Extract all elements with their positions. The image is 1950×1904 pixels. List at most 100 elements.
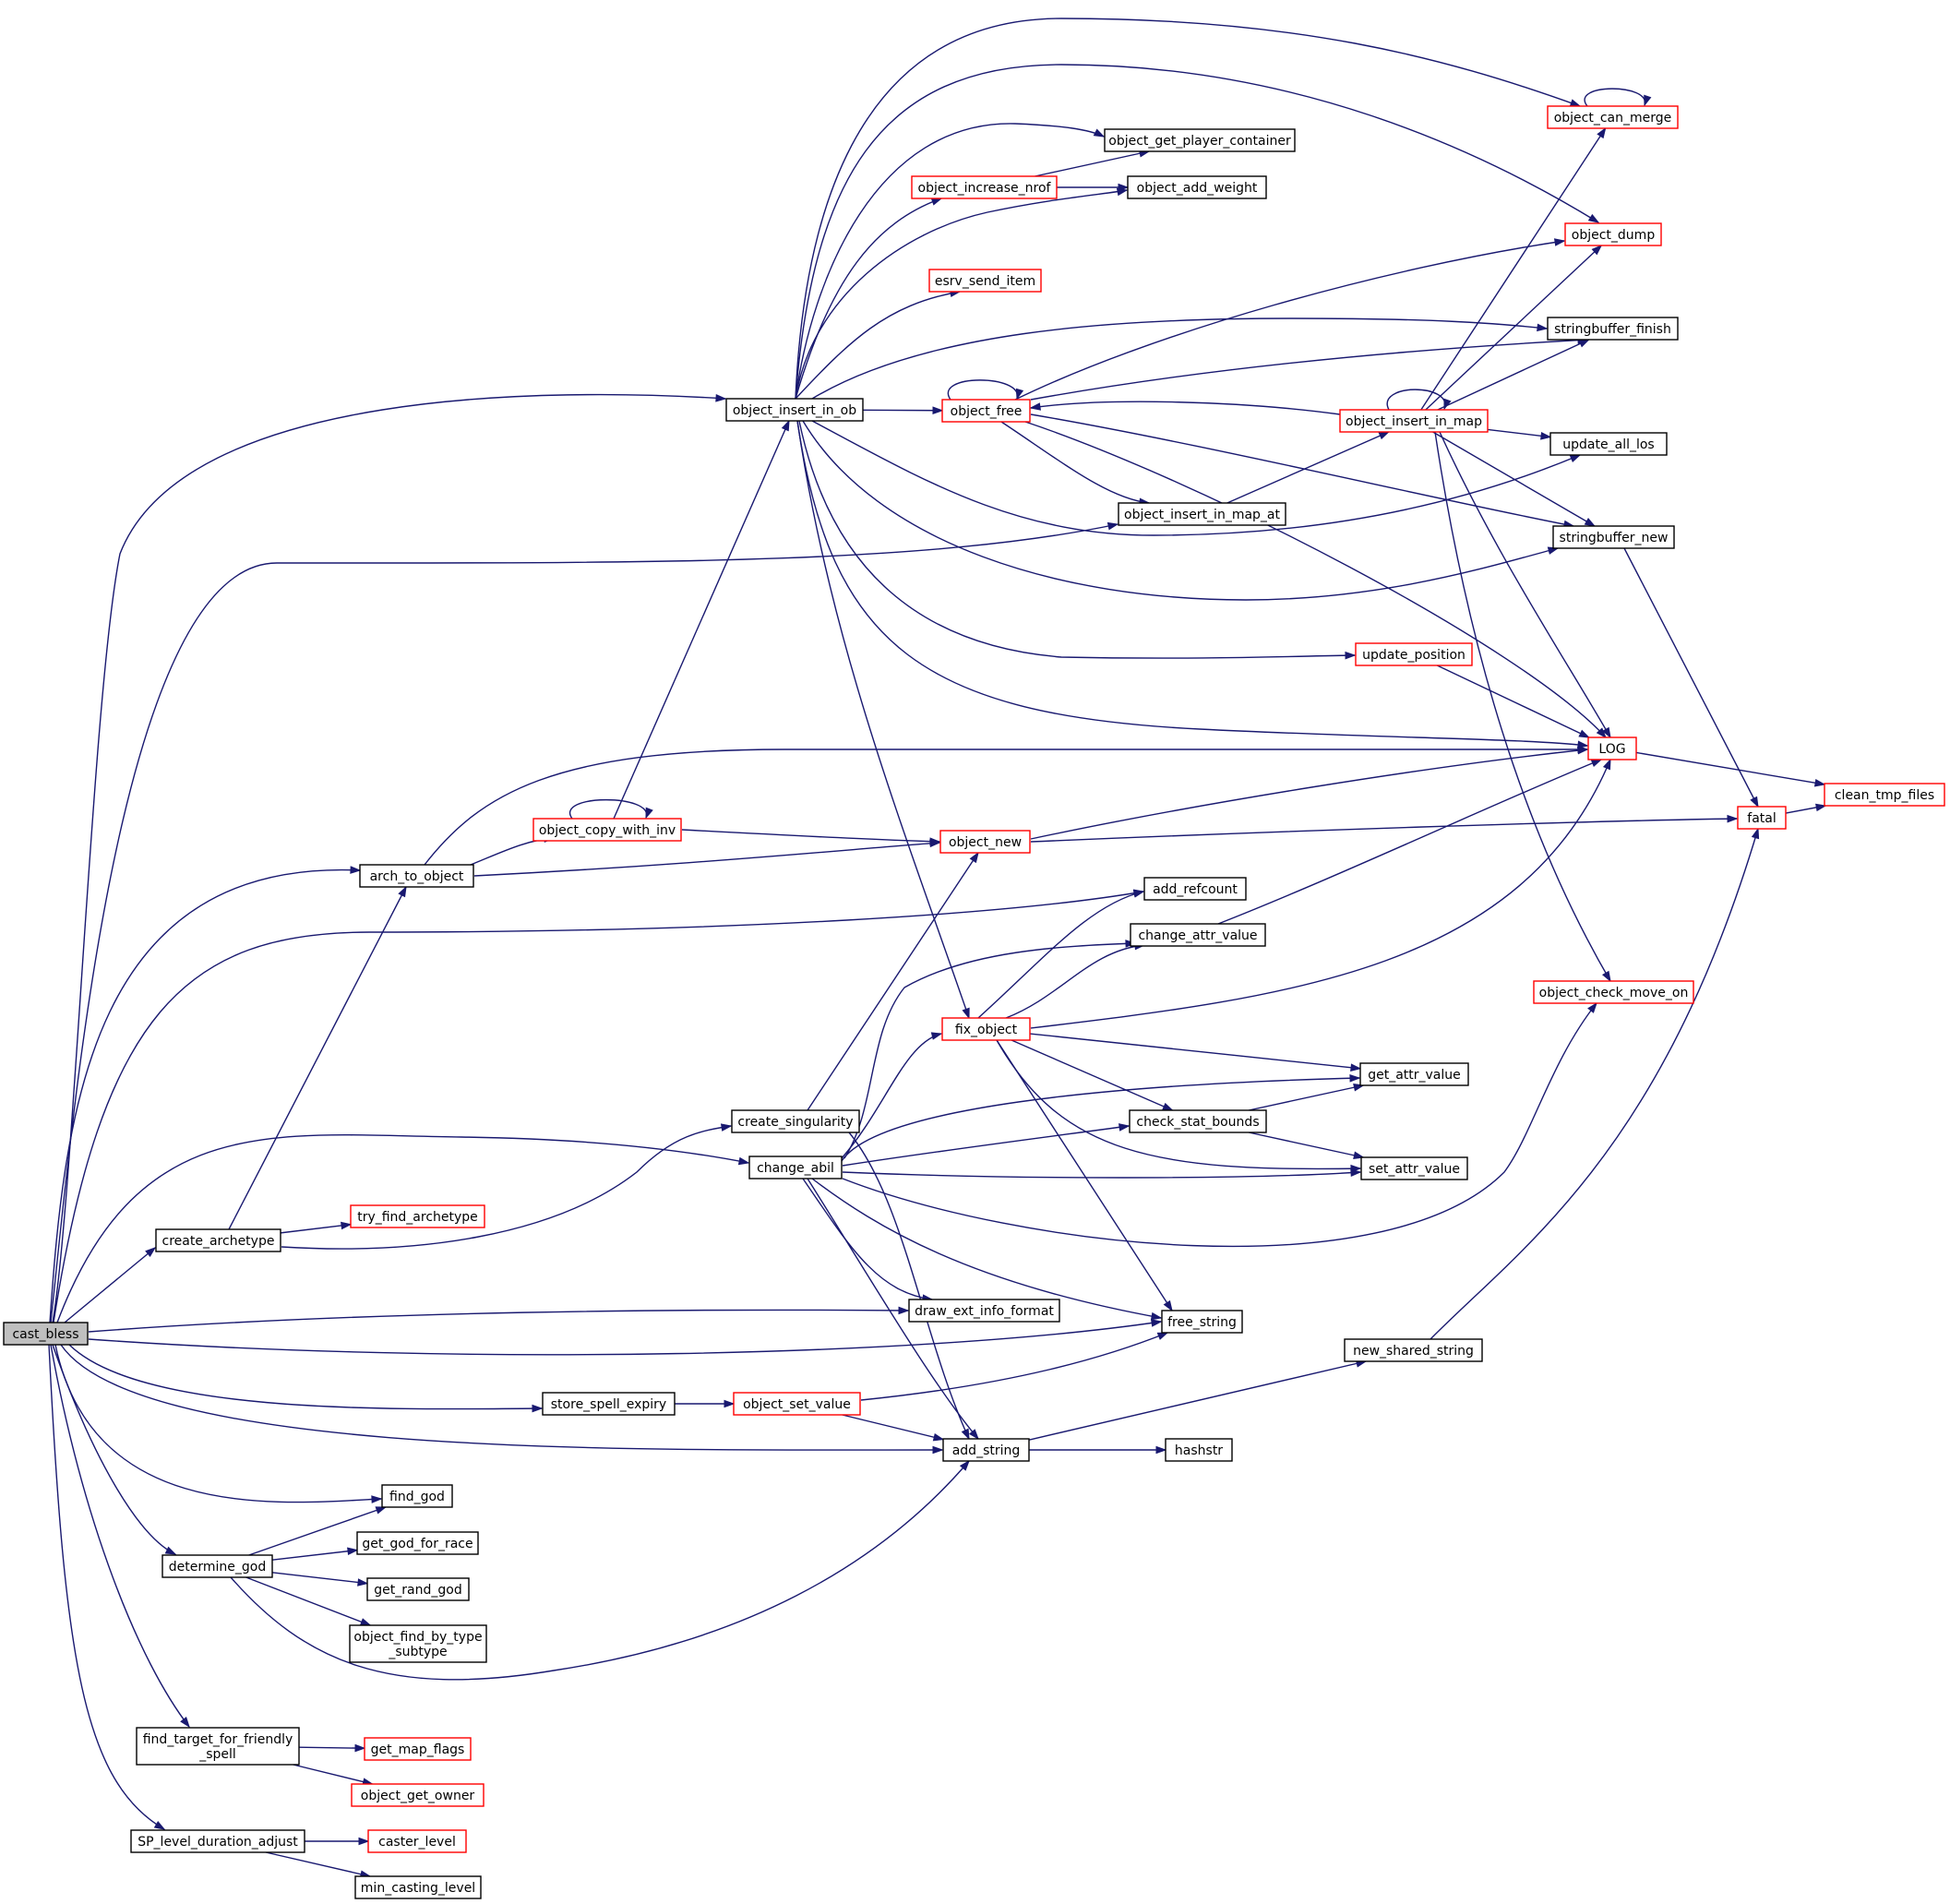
call-edge: [568, 798, 653, 820]
node-box: [1359, 1062, 1469, 1086]
node-object-insert-in-map-at[interactable]: object_insert_in_map_at: [1118, 502, 1286, 526]
node-label: add_string: [952, 1443, 1021, 1458]
node-fix-object[interactable]: fix_object: [941, 1017, 1031, 1041]
node-change-abil[interactable]: change_abil: [748, 1156, 843, 1180]
edge-line: [568, 798, 648, 820]
node-determine-god[interactable]: determine_god: [162, 1554, 273, 1578]
node-get-god-for-race[interactable]: get_god_for_race: [356, 1531, 479, 1555]
edge-line: [1030, 748, 1588, 840]
node-object-find-by-type-subtype[interactable]: object_find_by_type_subtype: [349, 1624, 487, 1663]
edge-line: [52, 393, 726, 1323]
node-object-insert-in-ob[interactable]: object_insert_in_ob: [725, 398, 864, 422]
node-label: object_dump: [1572, 228, 1656, 243]
node-get-map-flags[interactable]: get_map_flags: [364, 1737, 472, 1761]
node-hashstr[interactable]: hashstr: [1165, 1438, 1233, 1462]
node-box: [359, 864, 474, 888]
node-box: [1824, 783, 1945, 807]
node-sp-level-duration-adjust[interactable]: SP_level_duration_adjust: [130, 1829, 305, 1853]
node-try-find-archetype[interactable]: try_find_archetype: [350, 1204, 485, 1228]
node-update-all-los[interactable]: update_all_los: [1549, 432, 1668, 456]
node-get-rand-god[interactable]: get_rand_god: [366, 1577, 470, 1601]
node-object-get-player-container[interactable]: object_get_player_container: [1104, 128, 1296, 152]
node-draw-ext-info-format[interactable]: draw_ext_info_format: [908, 1299, 1060, 1323]
node-object-set-value[interactable]: object_set_value: [733, 1392, 861, 1416]
call-edge: [1030, 413, 1575, 529]
node-label: fatal: [1747, 811, 1776, 826]
node-get-attr-value[interactable]: get_attr_value: [1359, 1062, 1469, 1086]
edge-line: [1226, 431, 1390, 504]
node-fatal[interactable]: fatal: [1737, 806, 1787, 830]
node-set-attr-value[interactable]: set_attr_value: [1360, 1156, 1468, 1180]
node-esrv-send-item[interactable]: esrv_send_item: [928, 269, 1042, 293]
node-stringbuffer-new[interactable]: stringbuffer_new: [1552, 525, 1675, 549]
call-edge: [248, 1506, 388, 1556]
node-log[interactable]: LOG: [1587, 736, 1637, 760]
node-label: _subtype: [388, 1645, 447, 1659]
node-find-target-for-friendly-spell[interactable]: find_target_for_friendly_spell: [136, 1727, 300, 1766]
node-update-position[interactable]: update_position: [1355, 642, 1473, 666]
node-arch-to-object[interactable]: arch_to_object: [359, 864, 474, 888]
call-edge: [53, 889, 1145, 1323]
node-label: fix_object: [955, 1023, 1018, 1037]
call-edge: [802, 1178, 934, 1302]
edge-line: [1028, 1360, 1367, 1441]
node-object-free[interactable]: object_free: [941, 399, 1031, 423]
edge-line: [1487, 428, 1551, 438]
call-edge: [48, 1344, 166, 1830]
edge-line: [271, 1572, 368, 1585]
arrowhead-icon: [341, 1221, 353, 1230]
node-box: [1355, 642, 1473, 666]
edge-line: [1005, 944, 1145, 1019]
node-object-new[interactable]: object_new: [939, 830, 1031, 854]
node-object-check-move-on[interactable]: object_check_move_on: [1533, 980, 1694, 1004]
node-object-copy-with-inv[interactable]: object_copy_with_inv: [532, 818, 682, 842]
node-new-shared-string[interactable]: new_shared_string: [1344, 1338, 1483, 1362]
edge-line: [1439, 431, 1611, 738]
arrowhead-icon: [1590, 759, 1603, 767]
node-free-string[interactable]: free_string: [1161, 1310, 1243, 1334]
call-edge: [681, 829, 941, 846]
edge-line: [1000, 421, 1150, 504]
edge-line: [1437, 339, 1589, 411]
edge-line: [996, 1039, 1361, 1170]
node-min-casting-level[interactable]: min_casting_level: [354, 1875, 482, 1899]
arrowhead-icon: [969, 851, 979, 864]
edge-line: [281, 1125, 732, 1250]
call-edge: [1420, 126, 1607, 411]
node-check-stat-bounds[interactable]: check_stat_bounds: [1129, 1109, 1267, 1133]
node-label: get_attr_value: [1368, 1068, 1461, 1083]
node-box: [1549, 432, 1668, 456]
call-edge: [1029, 1033, 1362, 1072]
call-edge: [1623, 547, 1759, 808]
edge-line: [796, 420, 1588, 747]
node-store-spell-expiry[interactable]: store_spell_expiry: [542, 1392, 676, 1416]
node-add-refcount[interactable]: add_refcount: [1143, 877, 1247, 901]
node-add-string[interactable]: add_string: [942, 1438, 1030, 1462]
arrowhead-icon: [1587, 213, 1600, 223]
node-create-archetype[interactable]: create_archetype: [155, 1228, 281, 1252]
node-object-insert-in-map[interactable]: object_insert_in_map: [1339, 409, 1489, 433]
edge-line: [996, 1039, 1173, 1311]
node-cast-bless[interactable]: cast_bless: [3, 1322, 89, 1346]
edge-line: [1249, 1132, 1364, 1158]
edge-line: [228, 886, 407, 1230]
call-edge: [675, 1399, 736, 1408]
node-label: caster_level: [378, 1835, 456, 1850]
node-label: free_string: [1167, 1315, 1237, 1330]
node-object-get-owner[interactable]: object_get_owner: [351, 1783, 485, 1807]
node-object-increase-nrof[interactable]: object_increase_nrof: [911, 175, 1058, 199]
node-caster-level[interactable]: caster_level: [367, 1829, 467, 1853]
node-change-attr-value[interactable]: change_attr_value: [1130, 923, 1266, 947]
node-object-dump[interactable]: object_dump: [1564, 222, 1662, 246]
arrowhead-icon: [968, 1429, 979, 1441]
edge-line: [60, 1344, 943, 1451]
edge-line: [848, 1132, 970, 1440]
call-edge: [54, 1344, 383, 1503]
node-create-singularity[interactable]: create_singularity: [731, 1109, 860, 1133]
node-find-god[interactable]: find_god: [381, 1484, 453, 1508]
node-object-add-weight[interactable]: object_add_weight: [1127, 175, 1267, 199]
call-edge: [1014, 238, 1566, 401]
node-clean-tmp-files[interactable]: clean_tmp_files: [1824, 783, 1945, 807]
node-object-can-merge[interactable]: object_can_merge: [1547, 105, 1679, 129]
node-stringbuffer-finish[interactable]: stringbuffer_finish: [1547, 317, 1679, 341]
